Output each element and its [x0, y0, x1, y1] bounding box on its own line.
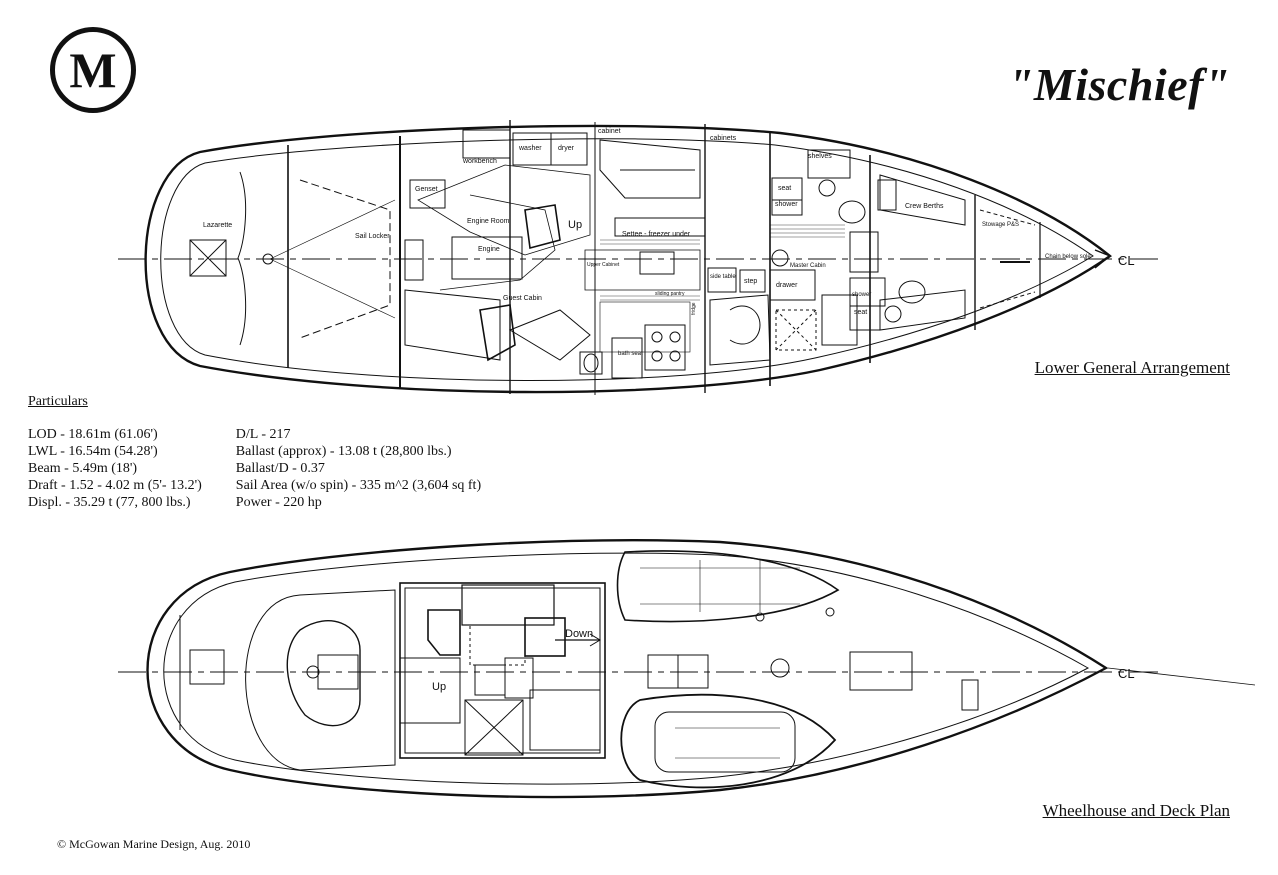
label-dryer: dryer	[558, 145, 575, 152]
particulars-heading: Particulars	[28, 394, 88, 409]
label-step: step	[744, 278, 757, 285]
label-seat-upper: seat	[778, 185, 791, 192]
label-seat-lower: seat	[854, 309, 867, 316]
caption-deck-plan: Wheelhouse and Deck Plan	[1042, 801, 1230, 820]
logo-letter: M	[69, 42, 117, 98]
particular-sail-area: Sail Area (w/o spin) - 335 m^2 (3,604 sq…	[235, 478, 482, 493]
label-up-deck: Up	[432, 681, 446, 693]
particular-dl: D/L - 217	[235, 427, 291, 442]
lower-hull-inner	[160, 138, 1094, 381]
label-cabinet: cabinet	[598, 128, 621, 135]
label-upper-cabinet: Upper Cabinet	[587, 262, 620, 268]
label-up-lower: Up	[568, 219, 582, 231]
label-bath-seat: bath seat	[618, 351, 643, 357]
particular-ballast: Ballast (approx) - 13.08 t (28,800 lbs.)	[235, 444, 452, 459]
particulars-block: Particulars LOD - 18.61m (61.06') LWL - …	[28, 393, 481, 511]
label-drawer: drawer	[776, 282, 798, 289]
particulars-right-column: D/L - 217 Ballast (approx) - 13.08 t (28…	[236, 426, 481, 511]
particular-draft: Draft - 1.52 - 4.02 m (5'- 13.2')	[28, 478, 202, 493]
label-fridge: fridge	[691, 302, 697, 315]
label-lazarette: Lazarette	[203, 222, 232, 229]
particular-beam: Beam - 5.49m (18')	[28, 461, 138, 476]
label-workbench: workbench	[462, 158, 497, 165]
particulars-left-column: LOD - 18.61m (61.06') LWL - 16.54m (54.2…	[28, 426, 202, 511]
label-centerline-deck: CL	[1118, 666, 1135, 681]
particular-lod: LOD - 18.61m (61.06')	[28, 427, 158, 442]
label-master-cabin: Master Cabin	[790, 263, 826, 269]
particular-ballast-ratio: Ballast/D - 0.37	[235, 461, 325, 476]
label-crew-berths: Crew Berths	[905, 203, 944, 210]
label-shower-upper: shower	[775, 201, 798, 208]
caption-lower-arrangement: Lower General Arrangement	[1034, 358, 1230, 377]
label-shelves: shelves	[808, 153, 832, 160]
label-stowage: Stowage P&S	[982, 222, 1019, 228]
drawing-title: "Mischief"	[1007, 59, 1230, 110]
deck-hull-inner	[163, 552, 1090, 785]
label-settee: Settee - freezer under	[622, 231, 691, 238]
label-sail-locker: Sail Locker	[355, 233, 390, 240]
lower-hull-outline	[144, 124, 1113, 394]
label-side-table: side table	[710, 274, 736, 280]
copyright-credit: © McGowan Marine Design, Aug. 2010	[57, 837, 251, 851]
label-shower-lower: shower	[852, 292, 871, 298]
label-genset: Genset	[415, 186, 438, 193]
deck-hull-outline	[146, 539, 1109, 799]
label-down: Down	[565, 628, 593, 640]
particular-displacement: Displ. - 35.29 t (77, 800 lbs.)	[28, 495, 191, 510]
brand-logo: M	[50, 27, 136, 113]
label-washer: washer	[518, 145, 542, 152]
label-cabinets: cabinets	[710, 135, 737, 142]
particular-power: Power - 220 hp	[235, 495, 322, 510]
label-chain: Chain below sole	[1045, 254, 1091, 260]
label-sliding-pantry: sliding pantry	[655, 291, 685, 297]
label-engine-room: Engine Room	[467, 218, 510, 225]
label-centerline-lower: CL	[1118, 253, 1135, 268]
label-guest-cabin: Guest Cabin	[503, 295, 542, 302]
particular-lwl: LWL - 16.54m (54.28')	[28, 444, 158, 459]
label-engine: Engine	[478, 246, 500, 253]
